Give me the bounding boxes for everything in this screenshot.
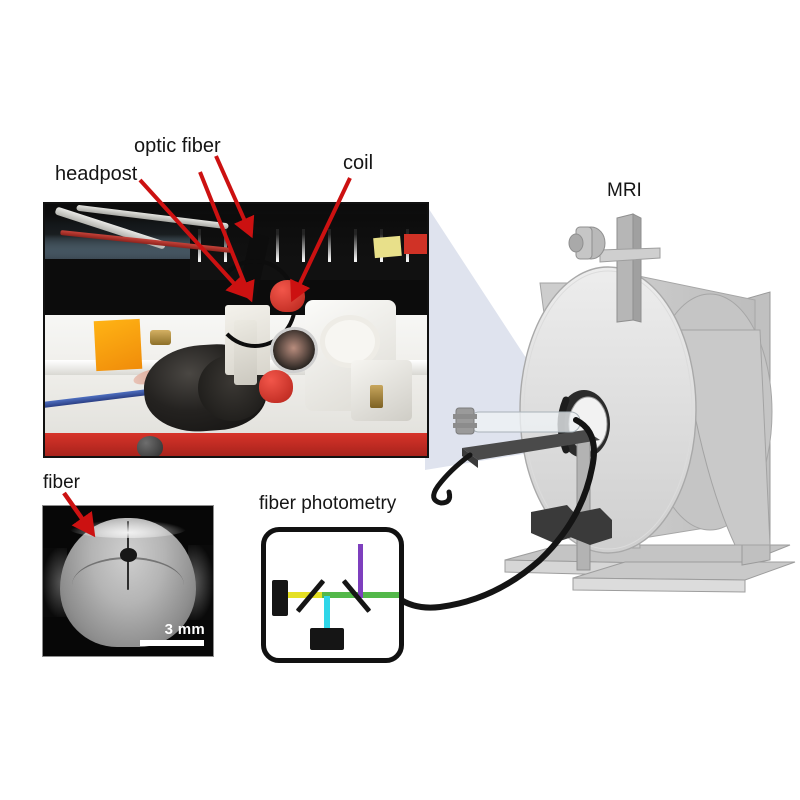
- label-headpost: headpost: [55, 163, 138, 185]
- excitation-led: [272, 580, 288, 616]
- emission-cyan-beam: [324, 596, 330, 630]
- scale-bar: [140, 640, 204, 646]
- photo-red-marker: [404, 234, 427, 255]
- label-optic-fiber: optic fiber: [134, 135, 221, 157]
- label-fiber-photometry: fiber photometry: [259, 493, 397, 514]
- magnet-supports: [539, 282, 771, 549]
- setup-photograph: [43, 202, 429, 458]
- reference-violet-beam: [358, 544, 363, 598]
- photodetector: [310, 628, 344, 650]
- scale-bar-label: 3 mm: [164, 621, 205, 638]
- photo-yellow-label: [372, 235, 402, 259]
- top-mounted-sensor: [568, 213, 661, 323]
- brain-ventricle: [119, 548, 137, 562]
- front-support-leg: [531, 439, 612, 571]
- photo-red-cap-bottom: [258, 370, 294, 404]
- animal-cradle: [453, 407, 600, 468]
- photo-brass-screw: [150, 330, 172, 346]
- magnet-bore: [557, 390, 610, 458]
- magnet-front-face: [519, 266, 697, 554]
- label-mri: MRI: [607, 180, 642, 201]
- scanner-base-frame: [504, 291, 796, 593]
- label-fiber: fiber: [43, 472, 80, 493]
- label-coil: coil: [343, 152, 374, 174]
- zoom-cone: [425, 203, 560, 470]
- photo-red-cap-top: [270, 279, 305, 313]
- photo-knob: [136, 435, 164, 456]
- excitation-yellow-beam: [288, 592, 324, 598]
- photo-holder-ring: [320, 314, 380, 368]
- fiber-photometry-box: [261, 527, 404, 663]
- photo-red-base: [45, 433, 427, 456]
- photo-brass-pin: [369, 385, 384, 409]
- magnet-body: [599, 267, 773, 546]
- brain-surface-bright: [70, 519, 186, 538]
- brain-mri-inset: 3 mm: [42, 505, 214, 657]
- photo-orange-tape: [93, 318, 142, 372]
- cable-slack-loop: [431, 452, 473, 506]
